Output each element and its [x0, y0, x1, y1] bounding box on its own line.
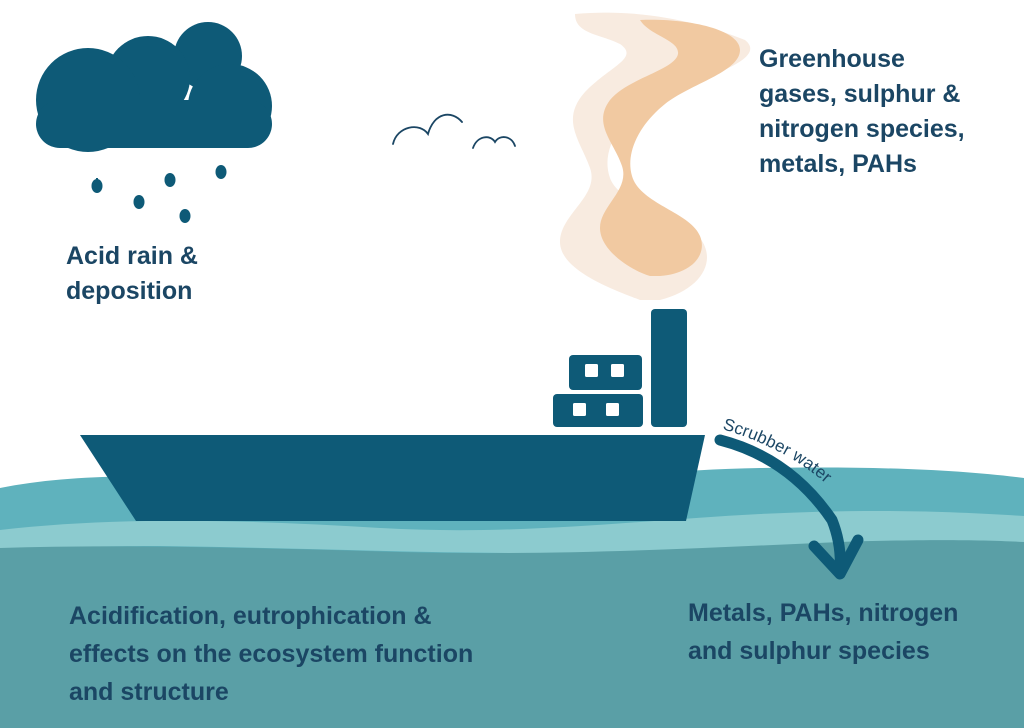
- emissions-line: Greenhouse: [759, 45, 905, 73]
- emissions-line: gases, sulphur &: [759, 80, 961, 108]
- sea-highlight-wave: [0, 510, 1024, 554]
- ocean-effects-line: and structure: [69, 678, 229, 706]
- discharge-line: and sulphur species: [688, 637, 930, 665]
- birds-icon: [392, 113, 516, 149]
- discharge-label: Metals, PAHs, nitrogen and sulphur speci…: [688, 594, 958, 670]
- sea-deep-water: [0, 540, 1024, 728]
- ship-cabin-lower: [553, 394, 643, 427]
- ocean-effects-label: Acidification, eutrophication & effects …: [69, 597, 473, 711]
- ship-windows: [573, 364, 624, 416]
- smoke-plume-icon: [560, 12, 751, 301]
- acid-rain-label: Acid rain & deposition: [66, 239, 198, 309]
- cargo-ship-icon: [80, 309, 705, 521]
- discharge-line: Metals, PAHs, nitrogen: [688, 599, 959, 627]
- emissions-label: Greenhouse gases, sulphur & nitrogen spe…: [759, 42, 965, 182]
- curved-arrow-icon: [714, 434, 864, 580]
- acid-rain-line: Acid rain &: [66, 242, 198, 270]
- ship-hull: [80, 435, 705, 521]
- ocean-effects-line: effects on the ecosystem function: [69, 640, 474, 668]
- ocean-effects-line: Acidification, eutrophication &: [69, 602, 432, 630]
- ship-funnel: [651, 309, 687, 427]
- emissions-line: metals, PAHs: [759, 150, 917, 178]
- ship-cabin-upper: [569, 355, 642, 390]
- rain-cloud-icon: [36, 22, 272, 223]
- acid-rain-line: deposition: [66, 277, 193, 305]
- emissions-line: nitrogen species,: [759, 115, 965, 143]
